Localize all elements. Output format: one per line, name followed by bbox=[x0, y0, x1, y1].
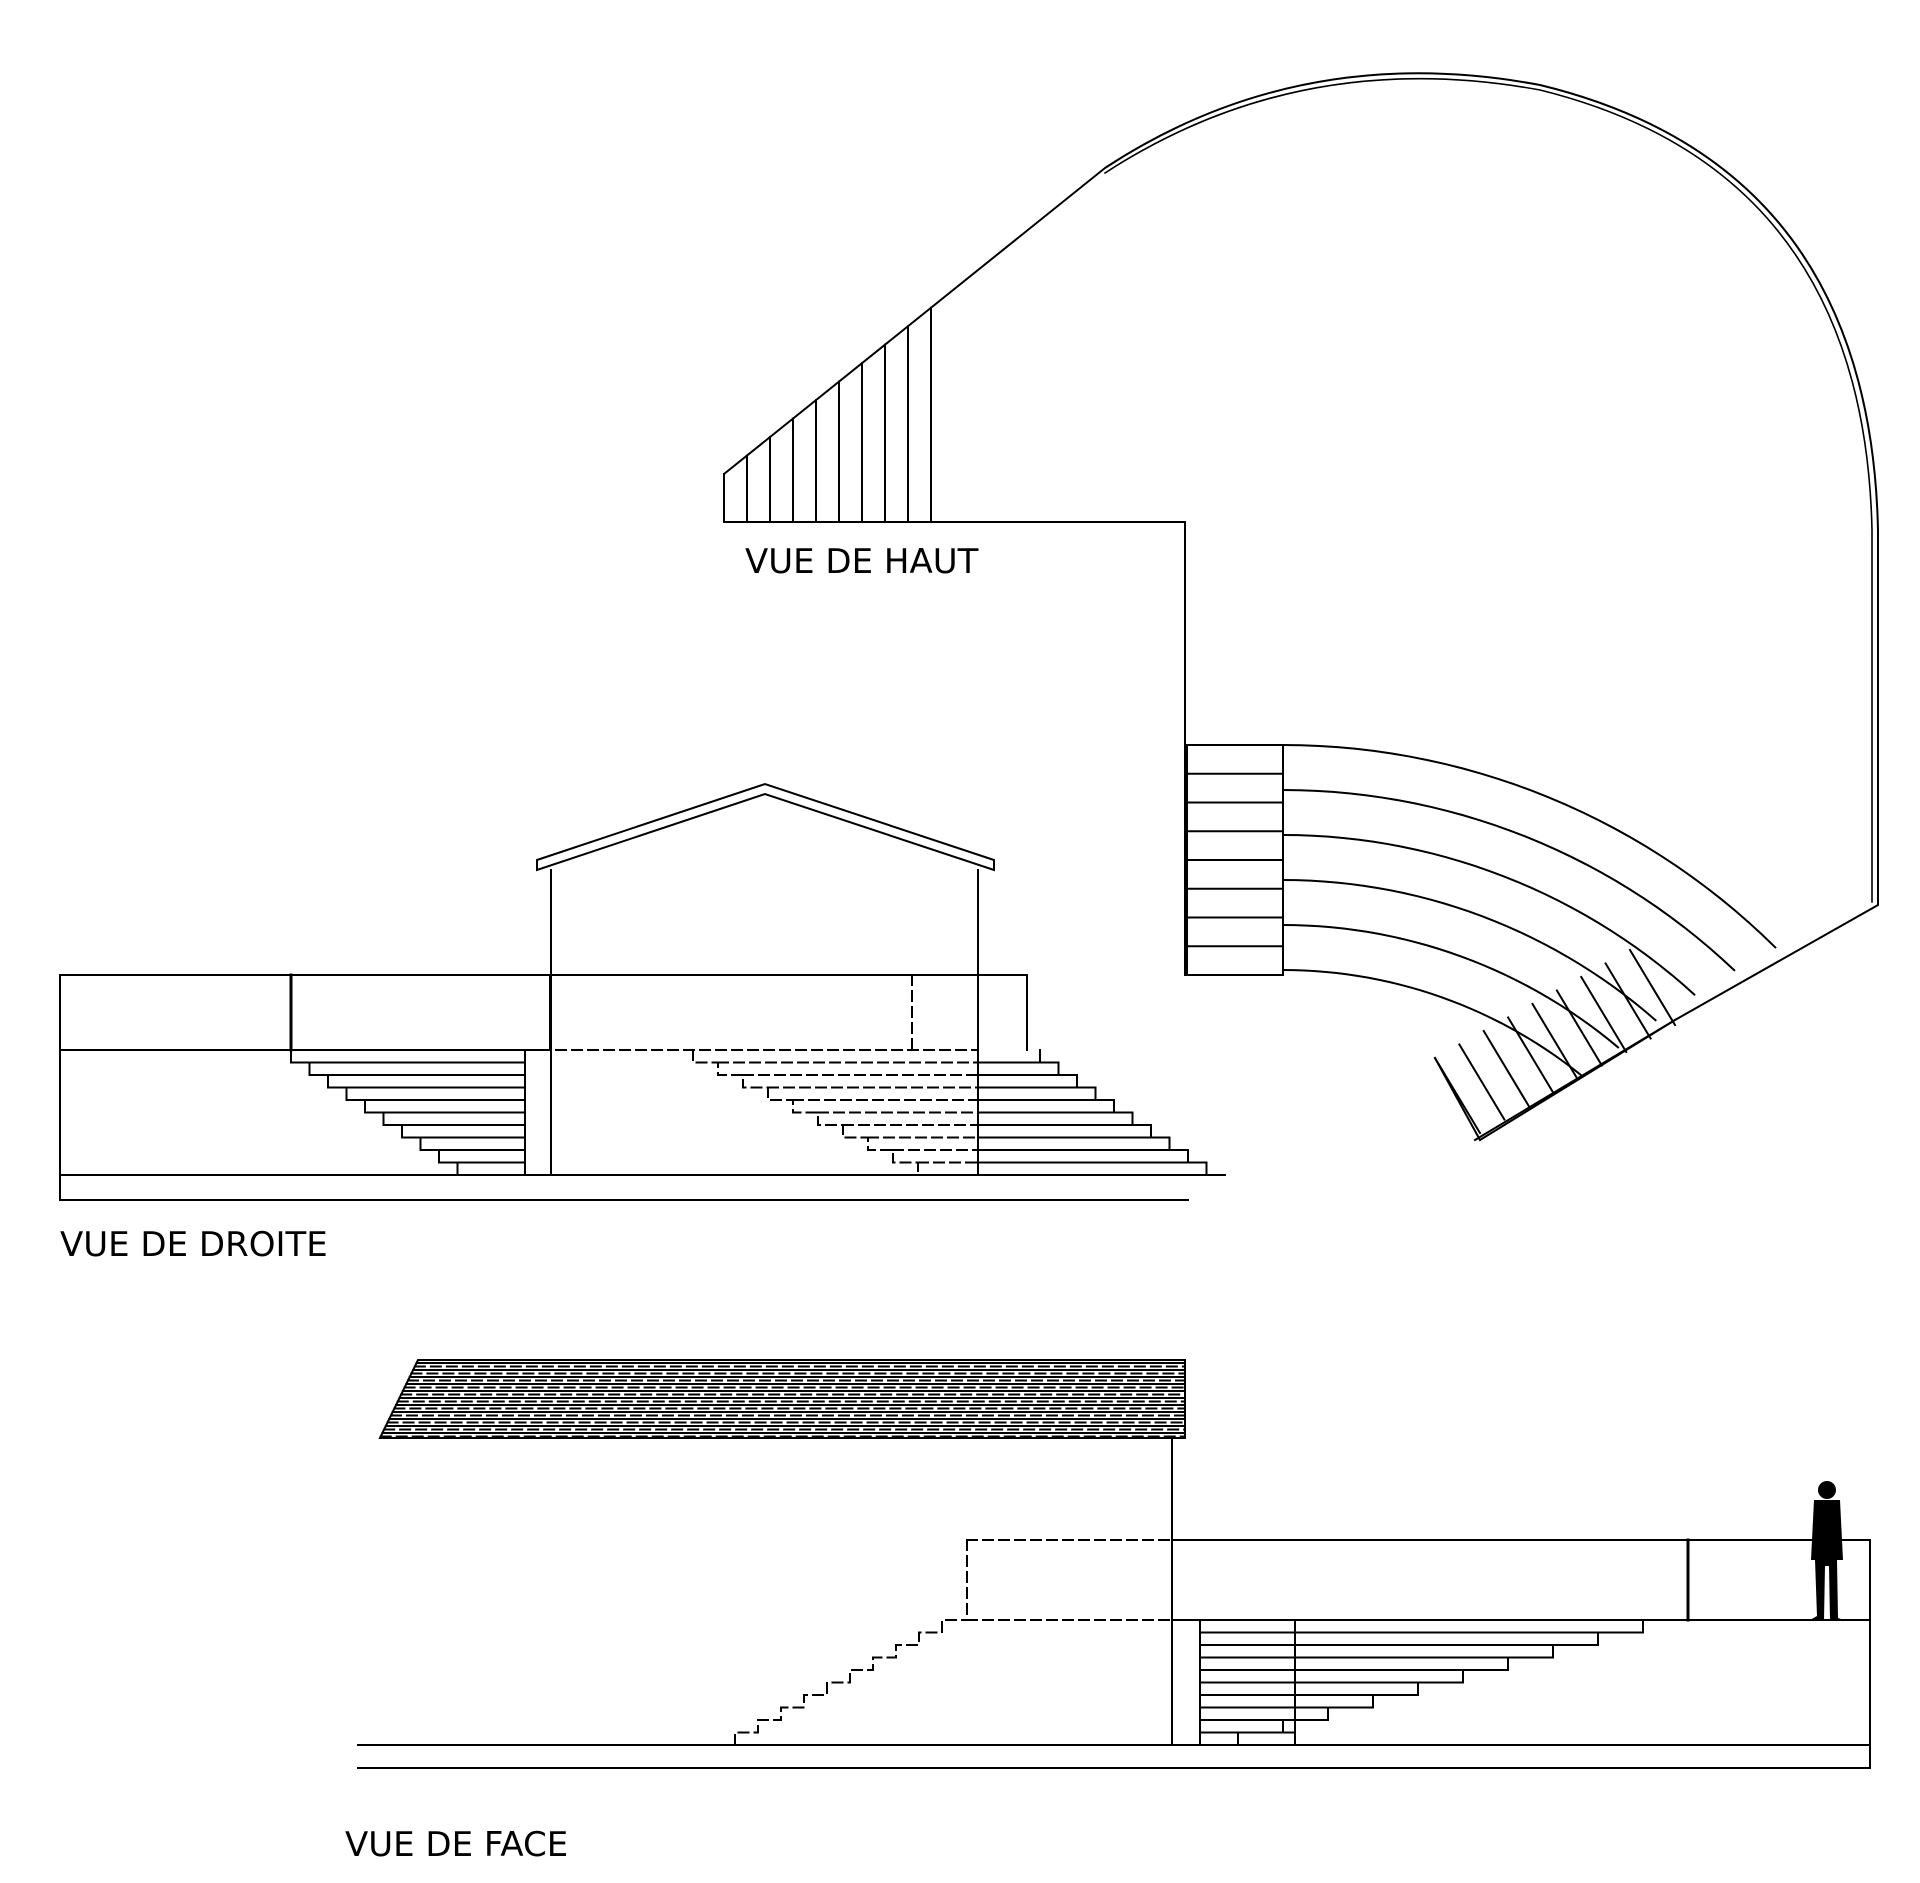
side-right-stairs bbox=[977, 1049, 1226, 1176]
right-view-label: VUE DE DROITE bbox=[60, 1225, 328, 1265]
top-view-perimeter-inner bbox=[1103, 77, 1873, 903]
right-stair-profile bbox=[1039, 1049, 1226, 1176]
radial-step bbox=[1628, 948, 1677, 1027]
top-view-plan bbox=[722, 72, 1879, 1142]
top-view-perimeter bbox=[722, 72, 1879, 1142]
curved-tier bbox=[1281, 788, 1736, 972]
top-view-label: VUE DE HAUT bbox=[745, 542, 979, 582]
radial-step bbox=[1604, 962, 1652, 1040]
curved-tier bbox=[1281, 923, 1620, 1049]
pavilion-roof bbox=[536, 782, 995, 872]
radial-step bbox=[1482, 1029, 1531, 1108]
human-figure-icon bbox=[1810, 1481, 1844, 1620]
radial-step-edge bbox=[1433, 1056, 1482, 1142]
front-right-stairs bbox=[1171, 1619, 1689, 1746]
curved-tier bbox=[1281, 833, 1696, 996]
curved-tier bbox=[1281, 743, 1777, 949]
top-view-outline bbox=[723, 473, 1284, 976]
plan-radial-steps bbox=[1433, 948, 1677, 1142]
radial-step bbox=[1531, 1002, 1579, 1081]
radial-step bbox=[1555, 989, 1604, 1067]
front-view-elevation bbox=[357, 1359, 1871, 1769]
front-stair-treads bbox=[1199, 1631, 1296, 1734]
curved-tier bbox=[1281, 968, 1584, 1078]
radial-step-bottom bbox=[1478, 1018, 1677, 1142]
right-view-elevation bbox=[59, 782, 1226, 1201]
side-stair-profile bbox=[290, 1049, 477, 1176]
front-view-label: VUE DE FACE bbox=[345, 1825, 569, 1865]
front-hidden-stairs bbox=[734, 1619, 968, 1746]
hidden-stair-profile bbox=[692, 1049, 944, 1176]
radial-step bbox=[1506, 1016, 1555, 1094]
radial-step bbox=[1458, 1043, 1506, 1121]
radial-step bbox=[1579, 975, 1628, 1054]
front-upper-wall bbox=[1171, 1539, 1689, 1621]
front-hidden-profile bbox=[734, 1619, 968, 1746]
side-left-stairs bbox=[290, 1049, 526, 1176]
front-right-profile bbox=[1237, 1619, 1689, 1746]
front-roof-hatched bbox=[378, 1359, 1186, 1439]
plan-stair-treads bbox=[1186, 772, 1284, 948]
side-hidden-stairs bbox=[692, 1049, 979, 1176]
curved-tier bbox=[1281, 878, 1657, 1022]
right-upper-wall bbox=[59, 974, 551, 1051]
diagonal-wall-hatching bbox=[746, 306, 932, 523]
plan-curved-tiers bbox=[1281, 743, 1777, 1078]
